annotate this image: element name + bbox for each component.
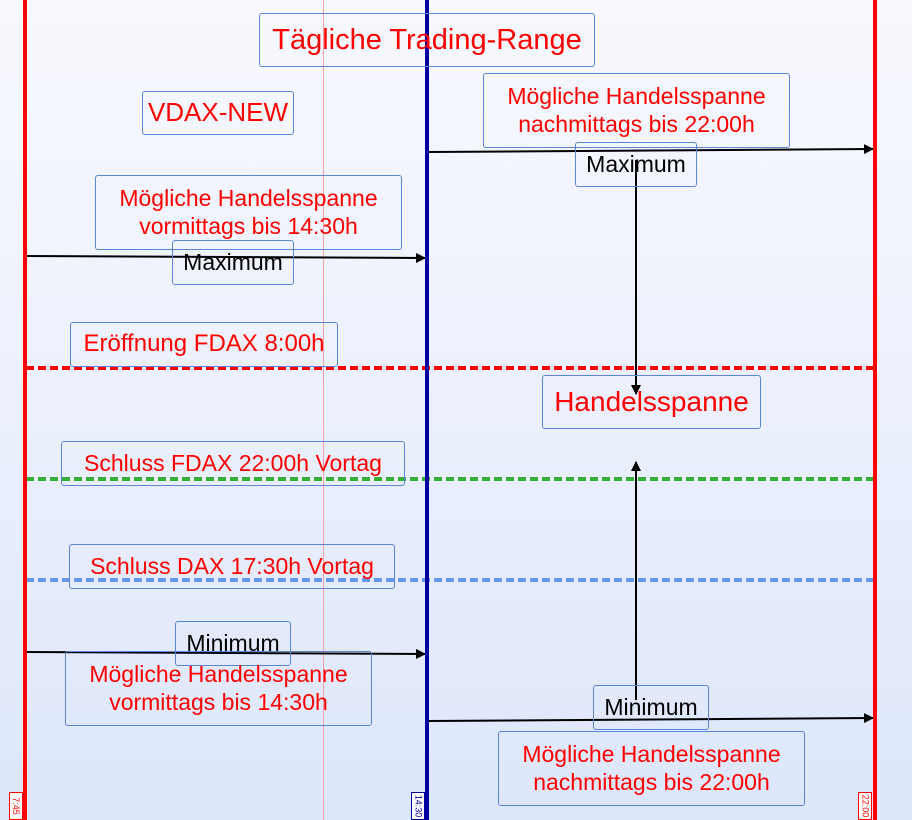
open-level-line bbox=[26, 366, 874, 370]
fdax-close-level-line bbox=[26, 477, 874, 481]
afternoon-range-label-bottom: Mögliche Handelsspanne nachmittags bis 2… bbox=[498, 731, 805, 806]
session-end-line bbox=[873, 0, 877, 820]
end-time-marker: 22:00 bbox=[858, 792, 872, 820]
guide-line bbox=[323, 0, 324, 820]
range-center-label: Handelsspanne bbox=[542, 375, 761, 429]
session-start-line bbox=[23, 0, 27, 820]
morning-range-label-bottom: Mögliche Handelsspanne vormittags bis 14… bbox=[65, 651, 372, 726]
dax-close-label: Schluss DAX 17:30h Vortag bbox=[69, 544, 395, 589]
start-time-text: 7:45 bbox=[11, 797, 21, 815]
afternoon-min-label: Minimum bbox=[593, 685, 709, 730]
midday-line bbox=[425, 0, 429, 820]
midday-time-text: 14:30 bbox=[413, 794, 423, 818]
midday-time-marker: 14:30 bbox=[411, 792, 425, 820]
morning-min-arrow bbox=[26, 648, 426, 659]
afternoon-range-label-top: Mögliche Handelsspanne nachmittags bis 2… bbox=[483, 73, 790, 148]
afternoon-max-arrow bbox=[428, 144, 874, 155]
afternoon-min-arrow bbox=[428, 713, 874, 724]
end-time-text: 22:00 bbox=[860, 794, 870, 818]
dax-close-level-line bbox=[26, 578, 874, 582]
morning-max-label: Maximum bbox=[172, 240, 294, 285]
start-time-marker: 7:45 bbox=[9, 792, 23, 820]
morning-range-label-top: Mögliche Handelsspanne vormittags bis 14… bbox=[95, 175, 402, 250]
morning-max-arrow bbox=[26, 252, 426, 263]
afternoon-max-label: Maximum bbox=[575, 142, 697, 187]
open-level-label: Eröffnung FDAX 8:00h bbox=[70, 322, 338, 367]
fdax-close-label: Schluss FDAX 22:00h Vortag bbox=[61, 441, 405, 486]
vdax-label: VDAX-NEW bbox=[142, 91, 294, 135]
diagram-title: Tägliche Trading-Range bbox=[259, 13, 595, 67]
